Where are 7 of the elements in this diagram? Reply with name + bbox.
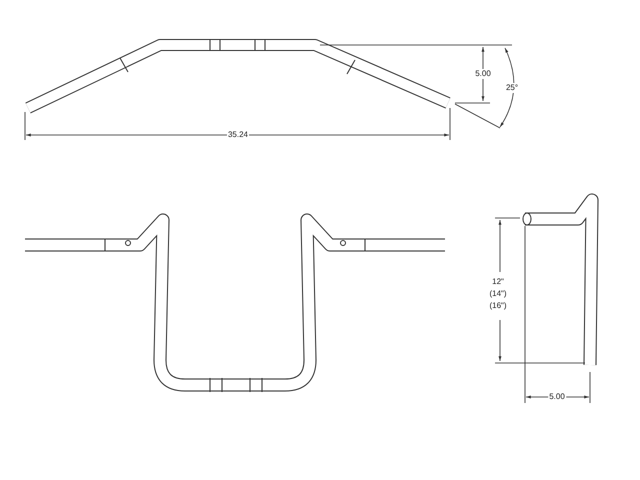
dimension-label: (14") — [488, 289, 508, 299]
dimension-label: 25° — [504, 83, 520, 93]
dimension-label: 5.00 — [548, 392, 566, 402]
dimension-label: 35.24 — [226, 130, 250, 140]
dimension-label: (16") — [488, 301, 508, 311]
dimension-label: 12" — [491, 277, 505, 287]
dimension-label: 5.00 — [474, 69, 492, 79]
